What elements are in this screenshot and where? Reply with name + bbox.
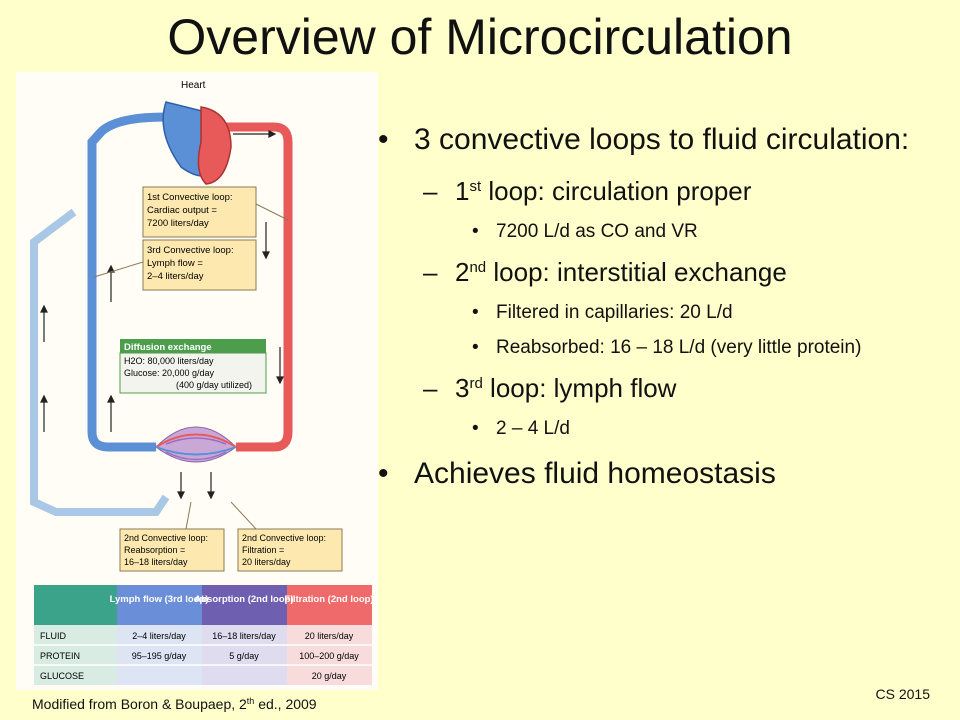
callout-filtration-line2: Filtration = (242, 545, 284, 555)
arterial-vessel (221, 122, 293, 452)
table-row-protein-filtration: 100–200 g/day (299, 651, 359, 661)
table-header-absorption: Absorption (2nd loop) (194, 594, 293, 605)
table-row-fluid-lymph: 2–4 liters/day (132, 631, 186, 641)
loop2-ordinal: nd (469, 259, 487, 276)
venous-vessel (87, 112, 167, 452)
dash-icon: – (423, 373, 438, 403)
subbullet-third-loop: – 3rd loop: lymph flow (423, 365, 948, 411)
callout-filtration-line1: 2nd Convective loop: (242, 533, 326, 543)
bullet-list: • 3 convective loops to fluid circulatio… (378, 112, 948, 502)
table-header-lymph: Lymph flow (3rd loop) (110, 594, 209, 605)
microcirculation-figure: Heart 1st Convective loop: Cardiac outpu (16, 72, 378, 690)
loop1-label: loop: circulation proper (481, 176, 752, 206)
heart-label: Heart (181, 80, 206, 91)
callout-third-loop-line2: Lymph flow = (147, 258, 203, 269)
bullet-homeostasis: • Achieves fluid homeostasis (378, 446, 948, 502)
bullet-dot-icon: • (472, 418, 479, 439)
heart-icon (162, 101, 232, 185)
loop1-number: 1 (455, 176, 470, 206)
summary-table: Lymph flow (3rd loop) Absorption (2nd lo… (34, 585, 374, 685)
slide-title: Overview of Microcirculation (167, 9, 793, 65)
figure-credit: Modified from Boron & Boupaep, 2th ed., … (32, 696, 317, 712)
bullet-dot-icon: • (472, 337, 479, 358)
table-row-glucose-filtration: 20 g/day (312, 671, 347, 681)
diffusion-water: H2O: 80,000 liters/day (124, 356, 214, 366)
bullet-dot-icon: • (378, 123, 389, 156)
subbullet-third-loop-text: 3rd loop: lymph flow (455, 365, 676, 411)
detail-third-loop: • 2 – 4 L/d (472, 411, 948, 446)
table-row-protein-label: PROTEIN (40, 651, 80, 661)
detail-second-loop-reabsorbed-text: Reabsorbed: 16 – 18 L/d (very little pro… (496, 337, 862, 358)
diffusion-title: Diffusion exchange (124, 342, 212, 353)
table-row-fluid-filtration: 20 liters/day (305, 631, 354, 641)
callout-second-loop-filtration: 2nd Convective loop: Filtration = 20 lit… (230, 501, 343, 572)
callout-first-loop-line1: 1st Convective loop: (147, 192, 233, 203)
credit-prefix: Modified from Boron & Boupaep, 2 (32, 696, 247, 712)
dash-icon: – (423, 176, 438, 206)
bullet-dot-icon: • (472, 221, 479, 242)
flow-arrows (40, 130, 284, 500)
diffusion-glucose: Glucose: 20,000 g/day (124, 368, 215, 378)
bullet-dot-icon: • (378, 457, 389, 490)
bullet-homeostasis-text: Achieves fluid homeostasis (414, 457, 776, 490)
detail-second-loop-filtered-text: Filtered in capillaries: 20 L/d (496, 302, 733, 323)
credit-ordinal: th (246, 696, 255, 706)
diffusion-utilized: (400 g/day utilized) (176, 380, 252, 390)
detail-first-loop-text: 7200 L/d as CO and VR (496, 221, 698, 242)
loop2-label: loop: interstitial exchange (486, 257, 787, 287)
capillary-bed (155, 426, 237, 463)
table-header-filtration: Filtration (2nd loop) (284, 594, 373, 605)
callout-filtration-line3: 20 liters/day (242, 557, 291, 567)
callout-reabsorption-line1: 2nd Convective loop: (124, 533, 208, 543)
subbullet-second-loop-text: 2nd loop: interstitial exchange (455, 249, 787, 295)
callout-third-loop: 3rd Convective loop: Lymph flow = 2–4 li… (93, 239, 257, 291)
credit-suffix: ed., 2009 (254, 696, 317, 712)
table-row-fluid-absorption: 16–18 liters/day (212, 631, 276, 641)
detail-first-loop: • 7200 L/d as CO and VR (472, 214, 948, 249)
subbullet-first-loop: – 1st loop: circulation proper (423, 168, 948, 214)
loop3-ordinal: rd (469, 375, 483, 392)
subbullet-first-loop-text: 1st loop: circulation proper (455, 168, 751, 214)
loop1-ordinal: st (469, 178, 482, 195)
loop3-label: loop: lymph flow (482, 373, 677, 403)
callout-first-loop-line3: 7200 liters/day (147, 218, 209, 229)
detail-second-loop-filtered: • Filtered in capillaries: 20 L/d (472, 295, 948, 330)
loop3-number: 3 (455, 373, 470, 403)
table-row-protein-absorption: 5 g/day (229, 651, 259, 661)
diffusion-exchange-box: Diffusion exchange H2O: 80,000 liters/da… (119, 339, 267, 394)
lymph-vessel (30, 208, 170, 516)
table-row-fluid-label: FLUID (40, 631, 67, 641)
callout-third-loop-line3: 2–4 liters/day (147, 271, 204, 282)
loop2-number: 2 (455, 257, 470, 287)
course-tag: CS 2015 (875, 686, 930, 702)
bullet-convective-loops: • 3 convective loops to fluid circulatio… (378, 112, 948, 168)
detail-third-loop-text: 2 – 4 L/d (496, 418, 570, 439)
detail-second-loop-reabsorbed: • Reabsorbed: 16 – 18 L/d (very little p… (472, 330, 948, 365)
bullet-convective-loops-text: 3 convective loops to fluid circulation: (414, 123, 910, 156)
table-row-glucose-label: GLUCOSE (40, 671, 84, 681)
callout-first-loop-line2: Cardiac output = (147, 205, 217, 216)
dash-icon: – (423, 257, 438, 287)
callout-first-loop: 1st Convective loop: Cardiac output = 72… (142, 186, 289, 238)
bullet-dot-icon: • (472, 302, 479, 323)
callout-third-loop-line1: 3rd Convective loop: (147, 245, 234, 256)
subbullet-second-loop: – 2nd loop: interstitial exchange (423, 249, 948, 295)
circulation-diagram: Heart 1st Convective loop: Cardiac outpu (30, 80, 374, 685)
callout-reabsorption-line3: 16–18 liters/day (124, 557, 188, 567)
callout-second-loop-reabsorption: 2nd Convective loop: Reabsorption = 16–1… (119, 501, 225, 572)
callout-reabsorption-line2: Reabsorption = (124, 545, 185, 555)
table-row-protein-lymph: 95–195 g/day (132, 651, 187, 661)
